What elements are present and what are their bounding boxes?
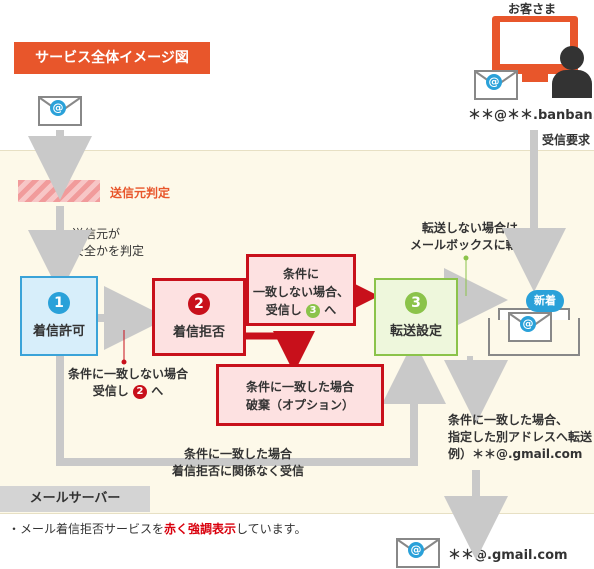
page-title: サービス全体イメージ図 <box>14 42 210 74</box>
ref-step2: 2 <box>133 385 147 399</box>
sender-check-label: 送信元判定 <box>110 186 171 200</box>
person-body <box>552 70 592 98</box>
forward-envelope-icon: @ <box>396 538 440 568</box>
mail-server-label: メールサーバー <box>0 486 150 512</box>
step1-label: 着信許可 <box>32 324 85 339</box>
envelope-icon: @ <box>38 96 82 126</box>
monitor-screen <box>500 22 570 64</box>
mailbox-envelope-icon: @ <box>508 312 552 342</box>
new-mail-badge: 新着 <box>526 290 564 312</box>
mailbox-tray-icon <box>488 318 580 356</box>
customer-email: ＊＊@＊＊.banban.jp <box>468 108 594 123</box>
no-forward-note: 転送しない場合は メールボックスに転送 <box>410 221 530 252</box>
at-symbol: @ <box>50 100 66 116</box>
step2-number: 2 <box>188 293 210 315</box>
step3-label: 転送設定 <box>389 324 442 339</box>
at-symbol: @ <box>520 316 536 332</box>
step2-label: 着信拒否 <box>172 325 225 340</box>
step2-reject-box: 2 着信拒否 <box>152 278 246 356</box>
forward-note: 条件に一致した場合、 指定した別アドレスへ転送 例）＊＊@.gmail.com <box>448 413 593 461</box>
customer-envelope-icon: @ <box>474 70 518 100</box>
person-icon <box>560 46 584 70</box>
footnote: ・メール着信拒否サービスを赤く強調表示しています。 <box>8 522 307 536</box>
step1-allow-box: 1 着信許可 <box>20 276 98 356</box>
step1-note: 条件に一致しない場合 受信し 2 へ <box>68 367 189 399</box>
customer-label: お客さま <box>508 2 557 16</box>
step1-number: 1 <box>48 292 70 314</box>
footnote-highlight: 赤く強調表示 <box>164 522 237 536</box>
receive-request-label: 受信要求 <box>542 133 591 147</box>
condition-box: 条件に 一致しない場合、 受信し 3 へ <box>246 254 356 326</box>
at-symbol: @ <box>486 74 502 90</box>
step3-forward-box: 3 転送設定 <box>374 278 458 356</box>
discard-box: 条件に一致した場合 破棄（オプション） <box>216 364 384 426</box>
ref-step3: 3 <box>306 304 320 318</box>
step3-number: 3 <box>405 292 427 314</box>
monitor-stand <box>522 74 548 82</box>
bottom-loop-note: 条件に一致した場合 着信拒否に関係なく受信 <box>172 447 305 478</box>
at-symbol: @ <box>408 542 424 558</box>
